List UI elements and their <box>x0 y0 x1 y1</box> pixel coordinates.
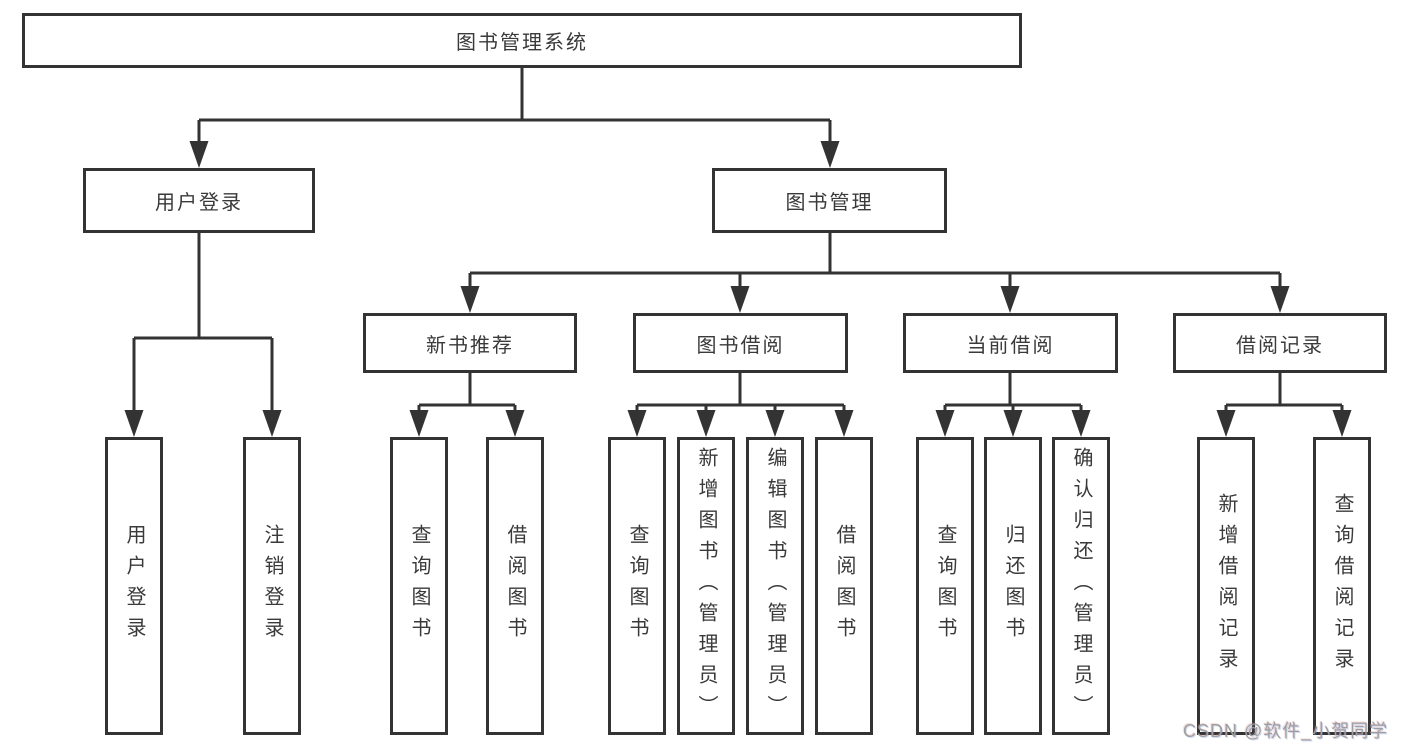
leaf-label: 归还图书 <box>1002 524 1024 648</box>
connector-line <box>468 233 1282 291</box>
node-book-borrow: 图书借阅 <box>633 313 848 373</box>
leaf-query-books-borrow: 查询图书 <box>608 437 666 735</box>
connector-line <box>417 373 517 415</box>
node-label: 借阅记录 <box>1236 334 1324 357</box>
node-label: 用户登录 <box>155 192 243 214</box>
leaf-query-books-current: 查询图书 <box>916 437 974 735</box>
csdn-watermark: CSDN @软件_小贺同学 <box>1183 721 1389 741</box>
connector-line <box>197 68 832 146</box>
leaf-edit-book-admin: 编辑图书（管理员） <box>746 437 804 735</box>
connector-line <box>943 373 1083 415</box>
leaf-label: 编辑图书（管理员） <box>764 446 786 726</box>
connector-line <box>1224 373 1344 415</box>
node-user-login: 用户登录 <box>83 168 315 233</box>
leaf-borrow-books: 借阅图书 <box>815 437 873 735</box>
arrowhead-icon <box>189 141 840 168</box>
leaf-borrow-books-recommend: 借阅图书 <box>486 437 544 735</box>
leaf-label: 用户登录 <box>123 524 145 648</box>
connector-group-book-management <box>460 233 1290 313</box>
node-root-library-system: 图书管理系统 <box>22 13 1022 68</box>
node-book-management: 图书管理 <box>712 168 947 233</box>
node-label: 新书推荐 <box>426 334 514 357</box>
leaf-label: 查询借阅记录 <box>1331 493 1353 679</box>
leaf-label: 借阅图书 <box>504 524 526 648</box>
arrowhead-icon <box>627 410 854 437</box>
connector-group-user-login <box>124 233 282 437</box>
leaf-confirm-return-admin: 确认归还（管理员） <box>1052 437 1110 735</box>
connector-group-book-borrow <box>627 373 854 437</box>
node-borrow-records: 借阅记录 <box>1173 313 1387 373</box>
connector-line <box>132 233 274 415</box>
arrowhead-icon <box>1216 410 1352 437</box>
leaf-add-book-admin: 新增图书（管理员） <box>677 437 735 735</box>
connector-group-borrow-records <box>1216 373 1352 437</box>
leaf-add-borrow-record: 新增借阅记录 <box>1197 437 1255 735</box>
connector-line <box>635 373 846 415</box>
leaf-label: 查询图书 <box>934 524 956 648</box>
leaf-query-books-recommend: 查询图书 <box>390 437 448 735</box>
leaf-query-borrow-record: 查询借阅记录 <box>1313 437 1371 735</box>
arrowhead-icon <box>409 410 525 437</box>
leaf-label: 确认归还（管理员） <box>1070 446 1092 726</box>
connector-group-new-book-recommend <box>409 373 525 437</box>
leaf-label: 新增借阅记录 <box>1215 493 1237 679</box>
leaf-label: 新增图书（管理员） <box>695 446 717 726</box>
arrowhead-icon <box>935 410 1091 437</box>
node-label: 当前借阅 <box>966 334 1055 357</box>
connector-group-root <box>189 68 840 168</box>
node-current-borrow: 当前借阅 <box>903 313 1118 373</box>
leaf-label: 查询图书 <box>626 524 648 648</box>
node-label: 图书管理 <box>785 192 874 214</box>
leaf-return-book: 归还图书 <box>984 437 1042 735</box>
connector-group-current-borrow <box>935 373 1091 437</box>
node-new-book-recommend: 新书推荐 <box>363 313 577 373</box>
leaf-label: 注销登录 <box>261 524 283 648</box>
node-label: 图书管理系统 <box>456 32 588 54</box>
leaf-label: 借阅图书 <box>833 524 855 648</box>
leaf-label: 查询图书 <box>408 524 430 648</box>
leaf-user-login: 用户登录 <box>105 437 163 735</box>
arrowhead-icon <box>124 410 282 437</box>
leaf-logout: 注销登录 <box>243 437 301 735</box>
arrowhead-icon <box>460 286 1290 313</box>
node-label: 图书借阅 <box>696 334 785 357</box>
